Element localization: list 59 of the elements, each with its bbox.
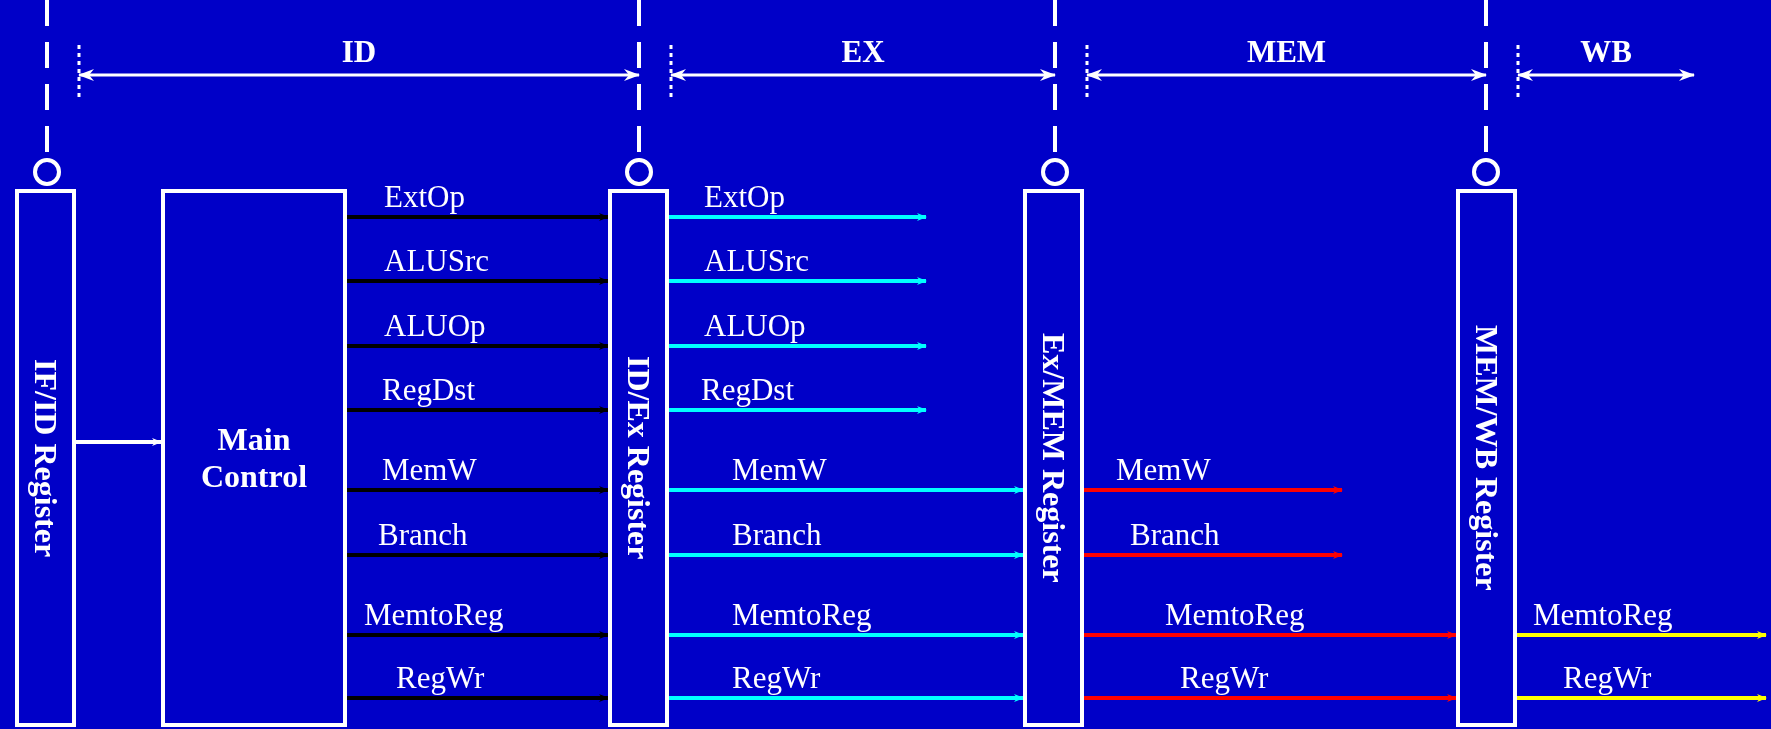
edge-label: MemtoReg (1165, 599, 1305, 630)
edge-label: MemW (732, 454, 827, 485)
node-label: Ex/MEM Register (1035, 333, 1072, 583)
edge-label: RegWr (732, 662, 821, 693)
edge-label: RegWr (1563, 662, 1652, 693)
edge-label: RegDst (701, 374, 794, 405)
arrow (669, 277, 927, 285)
edge-label: MemtoReg (1533, 599, 1673, 630)
arrow (347, 342, 609, 350)
control-box (161, 189, 347, 727)
edge-label: ALUOp (384, 310, 486, 341)
edge-label: ALUSrc (704, 245, 810, 276)
edge-label: RegWr (1180, 662, 1269, 693)
arrow (1517, 694, 1767, 702)
node-label: Main Control (199, 421, 309, 495)
arrow (669, 486, 1024, 494)
edge-label: Branch (1130, 519, 1220, 550)
edge-label: MemtoReg (364, 599, 504, 630)
arrow (76, 438, 162, 446)
arrow (347, 406, 609, 414)
arrow (669, 694, 1024, 702)
arrow (669, 631, 1024, 639)
stage-label: WB (1580, 36, 1632, 67)
arrow (347, 486, 609, 494)
edge-label: ExtOp (704, 181, 785, 212)
edge-label: RegDst (382, 374, 475, 405)
arrow (669, 342, 927, 350)
edge-label: ExtOp (384, 181, 465, 212)
stage-label: EX (841, 36, 885, 67)
arrow (1084, 486, 1343, 494)
arrow (1084, 551, 1343, 559)
edge-label: Branch (732, 519, 822, 550)
stage-label: MEM (1246, 36, 1327, 67)
register-box (608, 189, 669, 727)
arrow (347, 694, 609, 702)
arrow (1084, 694, 1457, 702)
arrow (347, 631, 609, 639)
register-box (1456, 189, 1517, 727)
arrow (347, 213, 609, 221)
arrow (1084, 631, 1457, 639)
stage-label: ID (341, 36, 377, 67)
edge-label: MemtoReg (732, 599, 872, 630)
arrow (669, 551, 1024, 559)
node-label: MEM/WB Register (1468, 325, 1505, 591)
edge-label: MemW (382, 454, 477, 485)
node-label: IF/ID Register (27, 358, 64, 558)
edge-label: RegWr (396, 662, 485, 693)
register-box (1023, 189, 1084, 727)
node-label: ID/Ex Register (620, 356, 657, 560)
edge-label: MemW (1116, 454, 1211, 485)
arrow (1517, 631, 1767, 639)
arrow (347, 277, 609, 285)
arrow (669, 213, 927, 221)
register-box (15, 189, 76, 727)
edge-label: Branch (378, 519, 468, 550)
edge-label: ALUOp (704, 310, 806, 341)
arrow (669, 406, 927, 414)
edge-label: ALUSrc (384, 245, 490, 276)
arrow (347, 551, 609, 559)
